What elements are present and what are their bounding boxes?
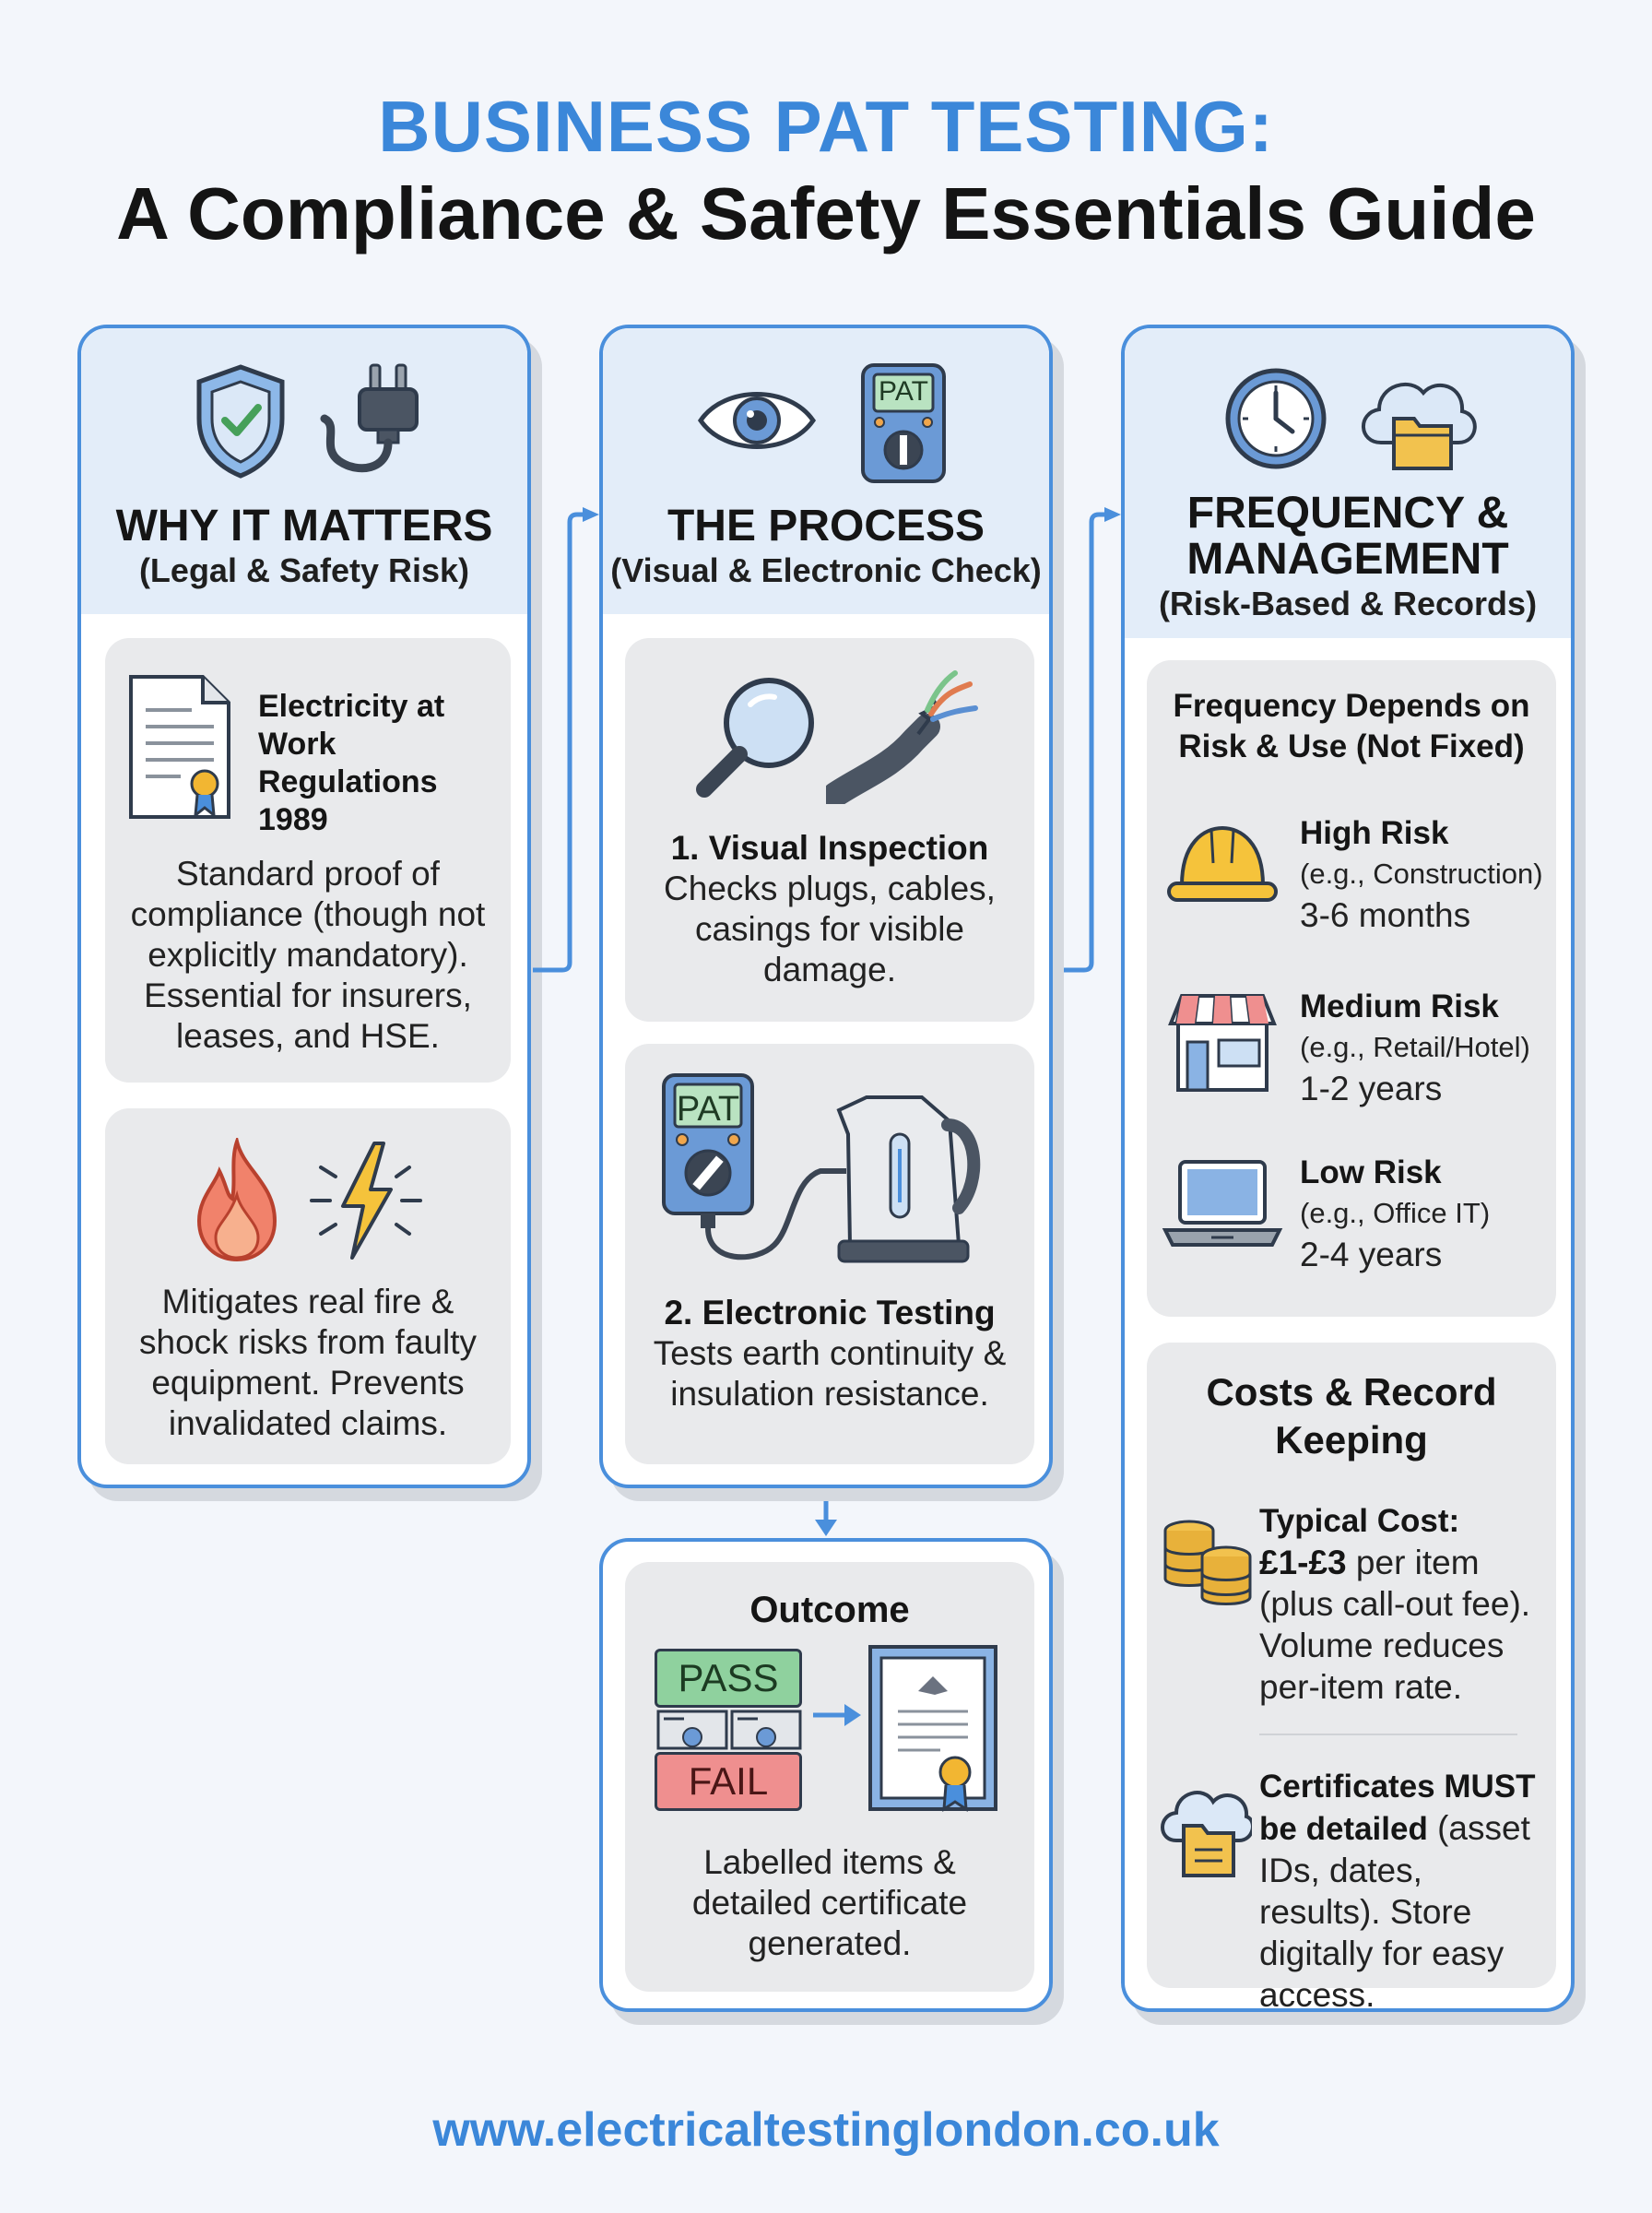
frequency-card-title: Frequency Depends on Risk & Use (Not Fix… — [1173, 688, 1530, 764]
process-header: PAT THE PROCESS (Visual & Electronic Che… — [603, 328, 1049, 614]
low-risk-example: (e.g., Office IT) — [1300, 1197, 1491, 1229]
lightning-bolt-icon — [310, 1142, 422, 1260]
page-title-line2: A Compliance & Safety Essentials Guide — [116, 172, 1536, 254]
appliances-icon — [656, 1710, 802, 1750]
fire-icon — [196, 1138, 277, 1262]
regulation-name-line1: Electricity at — [258, 689, 445, 724]
damaged-cable-icon — [826, 670, 978, 804]
medium-risk-interval: 1-2 years — [1300, 1070, 1443, 1107]
pat-tester-icon — [861, 363, 946, 483]
costs-card: Costs & Record Keeping Typical Cost: £1-… — [1147, 1343, 1556, 2008]
frequency-card: Frequency Depends on Risk & Use (Not Fix… — [1147, 660, 1556, 1317]
outcome-title: Outcome — [749, 1590, 910, 1630]
visual-inspection-card: 1. Visual Inspection Checks plugs, cable… — [625, 638, 1034, 1022]
frequency-title-line1: FREQUENCY & — [1186, 489, 1509, 538]
pass-label: PASS — [655, 1649, 802, 1708]
certificate-document-icon — [129, 675, 230, 819]
electronic-meter-label: PAT — [676, 1090, 740, 1129]
why-it-matters-panel: WHY IT MATTERS (Legal & Safety Risk) Ele… — [77, 325, 531, 1488]
shop-icon — [1168, 994, 1277, 1092]
why-title: WHY IT MATTERS — [115, 502, 493, 550]
outcome-panel: Outcome PASS FAIL Labelled items & deta — [599, 1538, 1053, 2012]
electronic-testing-text: Tests earth continuity & insulation resi… — [653, 1334, 1007, 1413]
hard-hat-icon — [1167, 825, 1278, 902]
eye-icon — [697, 392, 817, 449]
outcome-card: Outcome PASS FAIL Labelled items & deta — [625, 1562, 1034, 1992]
high-risk-example: (e.g., Construction) — [1300, 858, 1543, 890]
electronic-testing-card: PAT 2. Electronic Testing Tests earth co… — [625, 1044, 1034, 1464]
high-risk-title: High Risk — [1300, 815, 1449, 851]
header-meter-label: PAT — [879, 376, 928, 407]
certificate-icon — [868, 1645, 997, 1812]
fail-label: FAIL — [655, 1752, 802, 1811]
certificate-bold: Certificates MUST be detailed — [1259, 1769, 1536, 1847]
arrow-why-to-process — [533, 507, 599, 973]
certificate-rest: (asset IDs, dates, results). Store digit… — [1259, 1809, 1530, 2012]
visual-inspection-title: 1. Visual Inspection — [670, 829, 989, 867]
frequency-subtitle: (Risk-Based & Records) — [1158, 585, 1538, 622]
risk-card: Mitigates real fire & shock risks from f… — [105, 1108, 511, 1464]
process-panel: PAT THE PROCESS (Visual & Electronic Che… — [599, 325, 1053, 1488]
cloud-document-icon — [1161, 1791, 1252, 1877]
frequency-panel: FREQUENCY & MANAGEMENT (Risk-Based & Rec… — [1121, 325, 1575, 2012]
coins-icon — [1163, 1520, 1252, 1605]
visual-inspection-text: Checks plugs, cables, casings for visibl… — [664, 870, 996, 988]
costs-divider — [1259, 1734, 1517, 1735]
cost-text: Typical Cost: £1-£3 per item (plus call-… — [1259, 1499, 1547, 1708]
low-risk-interval: 2-4 years — [1300, 1236, 1443, 1273]
frequency-row-high: High Risk (e.g., Construction) 3-6 month… — [1300, 815, 1543, 935]
frequency-row-low: Low Risk (e.g., Office IT) 2-4 years — [1300, 1154, 1490, 1274]
cost-value: £1-£3 — [1259, 1544, 1347, 1581]
page-title-line1: BUSINESS PAT TESTING: — [378, 86, 1274, 167]
frequency-title-line2: MANAGEMENT — [1186, 535, 1509, 584]
compliance-text: Standard proof of compliance (though not… — [130, 855, 486, 1055]
electronic-testing-title: 2. Electronic Testing — [664, 1294, 996, 1331]
outcome-text: Labelled items & detailed certificate ge… — [691, 1843, 968, 1962]
why-subtitle: (Legal & Safety Risk) — [138, 551, 470, 589]
website-link[interactable]: www.electricaltestinglondon.co.uk — [432, 2103, 1220, 2157]
shield-check-icon — [196, 364, 285, 479]
certificate-text: Certificates MUST be detailed (asset IDs… — [1259, 1765, 1552, 2012]
regulation-name-line3: 1989 — [258, 802, 328, 837]
pat-tester-kettle-icon — [662, 1073, 981, 1263]
process-title: THE PROCESS — [667, 502, 985, 550]
process-subtitle: (Visual & Electronic Check) — [610, 551, 1042, 589]
regulation-name-line2: Work Regulations — [258, 727, 438, 799]
plug-icon — [320, 363, 419, 473]
arrow-right-icon — [813, 1704, 861, 1726]
costs-title: Costs & Record Keeping — [1206, 1370, 1497, 1462]
clock-icon — [1225, 368, 1327, 469]
cloud-folder-icon — [1362, 383, 1477, 470]
medium-risk-title: Medium Risk — [1300, 988, 1499, 1024]
magnifying-glass-icon — [696, 678, 814, 798]
laptop-icon — [1162, 1160, 1283, 1247]
regulation-card: Electricity at Work Regulations 1989 Sta… — [105, 638, 511, 1083]
cost-label: Typical Cost: — [1259, 1503, 1460, 1539]
medium-risk-example: (e.g., Retail/Hotel) — [1300, 1031, 1530, 1063]
frequency-header: FREQUENCY & MANAGEMENT (Risk-Based & Rec… — [1125, 328, 1571, 638]
frequency-row-medium: Medium Risk (e.g., Retail/Hotel) 1-2 yea… — [1300, 988, 1530, 1108]
arrow-process-to-frequency — [1055, 507, 1121, 973]
cost-rest: per item (plus call-out fee). Volume red… — [1259, 1544, 1531, 1706]
risk-text: Mitigates real fire & shock risks from f… — [139, 1283, 477, 1442]
why-header: WHY IT MATTERS (Legal & Safety Risk) — [81, 328, 527, 614]
arrow-process-to-outcome — [815, 1486, 837, 1536]
low-risk-title: Low Risk — [1300, 1154, 1442, 1190]
high-risk-interval: 3-6 months — [1300, 896, 1471, 934]
